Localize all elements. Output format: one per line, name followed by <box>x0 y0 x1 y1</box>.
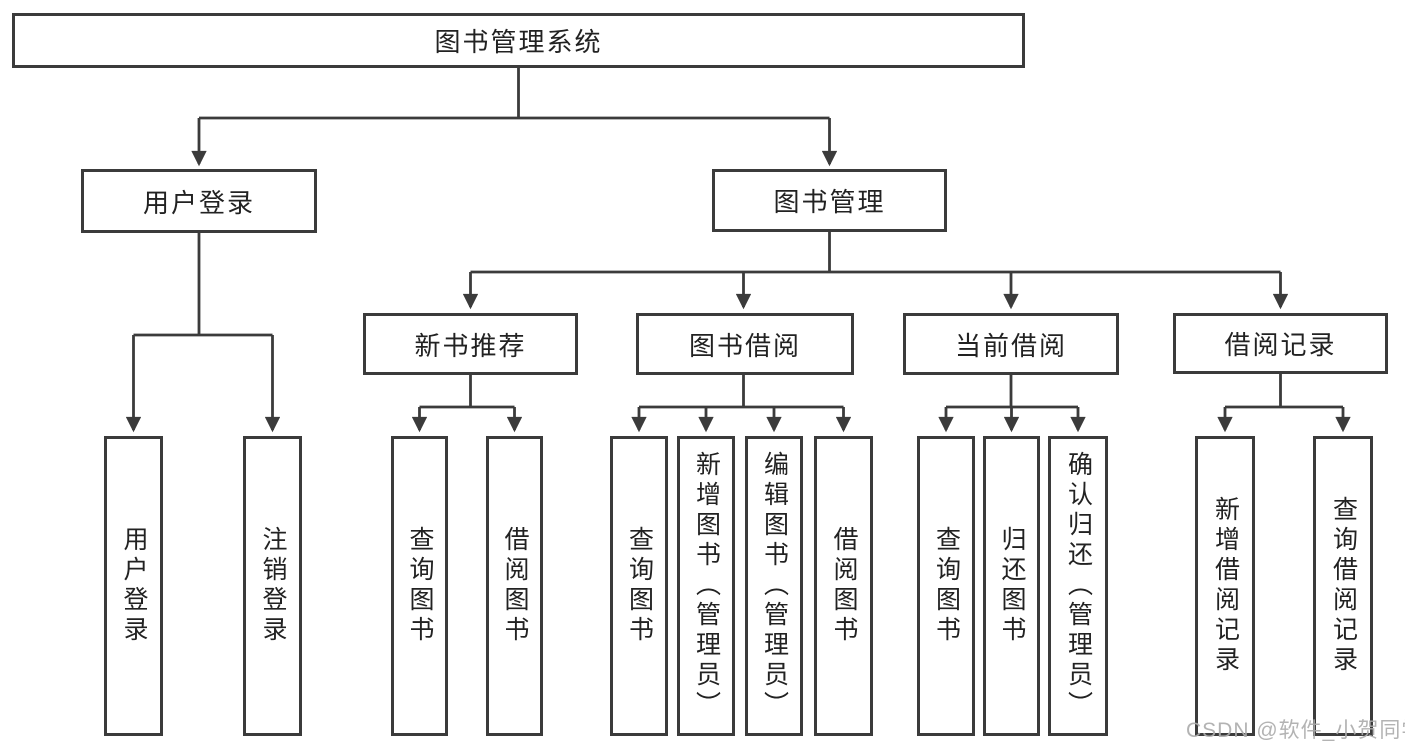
leaf-query-books-recommend: 查询图书 <box>391 436 448 736</box>
csdn-watermark: CSDN @软件_小贺同学 <box>1186 719 1405 742</box>
leaf-label: 确认归还（管理员） <box>1064 451 1093 721</box>
leaf-label: 借阅图书 <box>830 526 858 646</box>
node-current-borrow: 当前借阅 <box>903 313 1119 375</box>
leaf-label: 查询借阅记录 <box>1329 496 1358 676</box>
leaf-query-borrow-record: 查询借阅记录 <box>1313 436 1373 736</box>
node-user-login: 用户登录 <box>81 169 317 233</box>
leaf-query-books-current: 查询图书 <box>917 436 975 736</box>
leaf-query-books-borrow: 查询图书 <box>610 436 668 736</box>
leaf-user-login: 用户登录 <box>104 436 163 736</box>
leaf-label: 借阅图书 <box>501 526 529 646</box>
leaf-label: 注销登录 <box>259 526 287 646</box>
leaf-edit-book-admin: 编辑图书（管理员） <box>745 436 803 736</box>
leaf-label: 查询图书 <box>625 526 654 646</box>
node-new-book-recommend: 新书推荐 <box>363 313 578 375</box>
leaf-add-book-admin: 新增图书（管理员） <box>677 436 735 736</box>
leaf-label: 用户登录 <box>120 526 148 646</box>
leaf-logout: 注销登录 <box>243 436 302 736</box>
leaf-borrow-books-recommend: 借阅图书 <box>486 436 543 736</box>
leaf-add-borrow-record: 新增借阅记录 <box>1195 436 1255 736</box>
leaf-label: 归还图书 <box>998 526 1026 646</box>
leaf-label: 查询图书 <box>406 526 434 646</box>
leaf-label: 新增借阅记录 <box>1211 496 1240 676</box>
node-book-management: 图书管理 <box>712 169 947 232</box>
leaf-label: 新增图书（管理员） <box>692 451 721 721</box>
leaf-confirm-return-admin: 确认归还（管理员） <box>1048 436 1108 736</box>
node-library-system: 图书管理系统 <box>12 13 1025 68</box>
leaf-borrow-books: 借阅图书 <box>814 436 873 736</box>
leaf-return-book: 归还图书 <box>983 436 1040 736</box>
leaf-label: 编辑图书（管理员） <box>760 451 789 721</box>
node-borrow-records: 借阅记录 <box>1173 313 1388 374</box>
leaf-label: 查询图书 <box>932 526 961 646</box>
node-book-borrow: 图书借阅 <box>636 313 854 375</box>
